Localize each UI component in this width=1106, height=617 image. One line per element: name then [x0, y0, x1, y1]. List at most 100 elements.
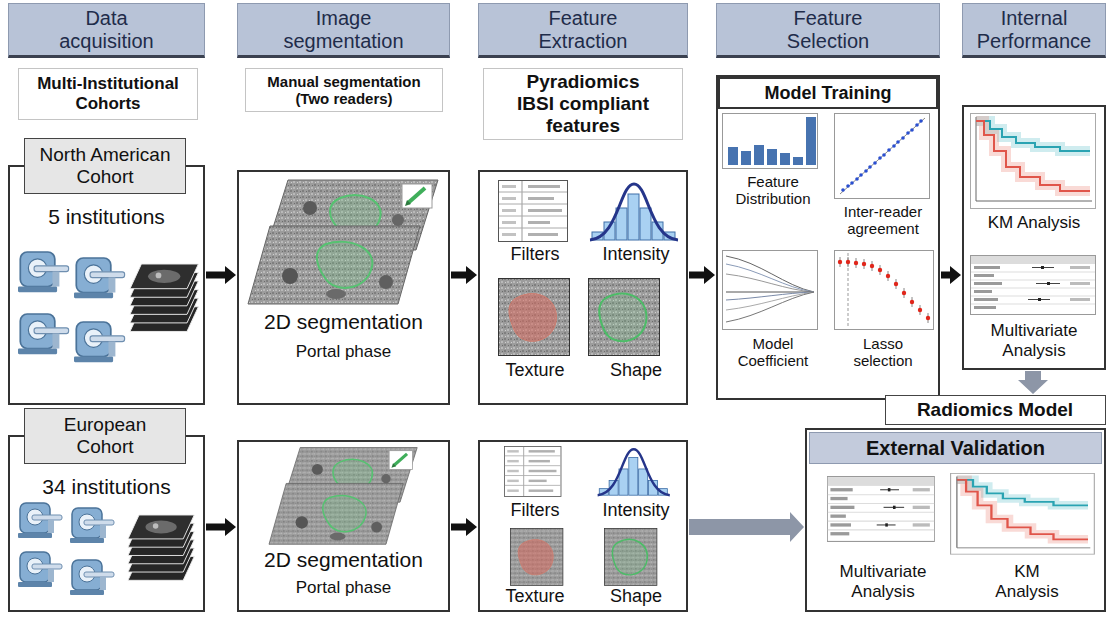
agreement-scatter	[919, 119, 923, 123]
feature-tiles	[499, 181, 568, 242]
scanner-icons	[130, 264, 198, 331]
scanner-icons	[18, 314, 69, 354]
method-box: Pyradiomics IBSI compliant features	[483, 68, 683, 140]
ct-slices	[269, 448, 417, 545]
segmentation-panel: 2D segmentationPortal phase	[237, 170, 450, 405]
cohort-panel: North American Cohort5 institutions	[8, 165, 205, 405]
agreement-scatter	[882, 153, 886, 157]
label-frame: Model Training	[718, 77, 938, 109]
tile-caption: Filters	[511, 244, 560, 265]
label-slot: Shape	[588, 360, 684, 381]
method-label: 2D segmentation	[264, 548, 423, 572]
label-frame: European Cohort	[24, 408, 186, 464]
label-slot: KM Analysis	[964, 213, 1104, 233]
coefficient-chart	[726, 264, 814, 292]
cohort-panel: European Cohort34 institutions	[8, 435, 205, 612]
lasso-chart	[894, 282, 898, 286]
scanner-icons	[18, 503, 62, 538]
agreement-scatter	[915, 123, 919, 127]
label-slot: Lasso selection	[828, 335, 938, 370]
feature-tiles	[604, 528, 657, 585]
section-heading: External Validation	[866, 437, 1045, 460]
distribution-chart	[767, 149, 777, 165]
chart-caption: Model Coefficient	[723, 335, 823, 370]
agreement-scatter	[835, 114, 930, 199]
lasso-chart	[910, 300, 914, 304]
stage-header: Internal Performance	[962, 3, 1106, 58]
label-slot: 34 institutions	[10, 475, 203, 499]
coefficient-chart	[723, 251, 818, 330]
scanner-icons	[70, 560, 114, 595]
result-tables	[971, 256, 1096, 315]
feature-tiles	[499, 181, 679, 586]
label-slot: Feature Selection	[717, 4, 939, 55]
label-slot: Inter-reader agreement	[828, 203, 938, 238]
feature-tiles	[510, 528, 563, 585]
coefficient-chart	[726, 274, 814, 292]
agreement-scatter	[846, 184, 850, 188]
flow-arrow	[451, 266, 477, 284]
chart-caption: Feature Distribution	[723, 173, 823, 208]
distribution-chart	[723, 114, 818, 169]
scanner-icons	[74, 322, 125, 362]
method-box: Manual segmentation (Two readers)	[245, 68, 443, 112]
stage-title: Data acquisition	[42, 7, 172, 53]
method-title: Multi-Institutional Cohorts	[23, 74, 193, 113]
flow-arrow	[206, 518, 236, 536]
lasso-chart	[840, 257, 928, 323]
chart-caption: Lasso selection	[843, 335, 923, 370]
label-slot: 2D segmentation	[239, 548, 448, 572]
section-heading: Model Training	[764, 83, 891, 104]
lasso-chart	[835, 251, 934, 330]
agreement-scatter	[878, 156, 882, 160]
phase-label: Portal phase	[296, 342, 391, 362]
stage-title: Feature Selection	[763, 7, 893, 53]
stage-header: Feature Selection	[716, 3, 940, 58]
flow-arrow	[941, 266, 961, 284]
survival-plots	[951, 114, 1096, 555]
chart-caption: KM Analysis	[987, 562, 1067, 601]
coefficient-chart	[726, 292, 814, 322]
lasso-chart	[854, 261, 858, 265]
ct-slices	[248, 180, 438, 304]
label-frame: North American Cohort	[24, 138, 186, 194]
cohort-tab: North American Cohort	[30, 144, 180, 188]
method-box: Multi-Institutional Cohorts	[18, 68, 198, 120]
feature-tiles	[598, 449, 670, 495]
stage-header: Image segmentation	[237, 3, 450, 58]
label-slot: Filters	[492, 244, 578, 265]
phase-label: Portal phase	[296, 578, 391, 598]
stage-title: Image segmentation	[279, 7, 409, 53]
chart-caption: KM Analysis	[988, 213, 1081, 233]
agreement-scatter	[855, 177, 859, 181]
label-slot: Feature Extraction	[479, 4, 687, 55]
scanner-icons	[128, 515, 194, 580]
performance-panel: KM AnalysisMultivariate Analysis	[962, 105, 1106, 370]
training-panel: Model TrainingFeature DistributionInter-…	[716, 75, 940, 400]
agreement-scatter	[868, 165, 872, 169]
label-slot: Portal phase	[239, 342, 448, 362]
agreement-scatter	[850, 181, 854, 185]
feature-panel: FiltersIntensityTextureShape	[478, 440, 688, 612]
lasso-chart	[926, 316, 930, 320]
lasso-chart	[870, 264, 874, 268]
tile-caption: Intensity	[602, 244, 669, 265]
label-slot: Portal phase	[239, 578, 448, 598]
lasso-chart	[918, 308, 922, 312]
feature-tiles	[504, 446, 561, 496]
flow-arrow	[1018, 371, 1048, 394]
agreement-scatter	[892, 144, 896, 148]
label-frame: External Validation	[809, 432, 1102, 464]
label-slot: Feature Distribution	[718, 173, 828, 208]
label-slot: Multi-Institutional Cohorts	[19, 69, 197, 119]
lasso-chart	[886, 274, 890, 278]
method-label: 2D segmentation	[264, 310, 423, 334]
distribution-chart	[723, 114, 818, 169]
agreement-scatter	[873, 161, 877, 165]
label-slot: Multivariate Analysis	[964, 321, 1104, 360]
agreement-scatter	[841, 188, 845, 192]
coefficient-chart	[726, 256, 814, 292]
label-slot: Shape	[588, 586, 684, 607]
result-tables	[827, 477, 934, 542]
scanner-icons	[74, 258, 125, 298]
